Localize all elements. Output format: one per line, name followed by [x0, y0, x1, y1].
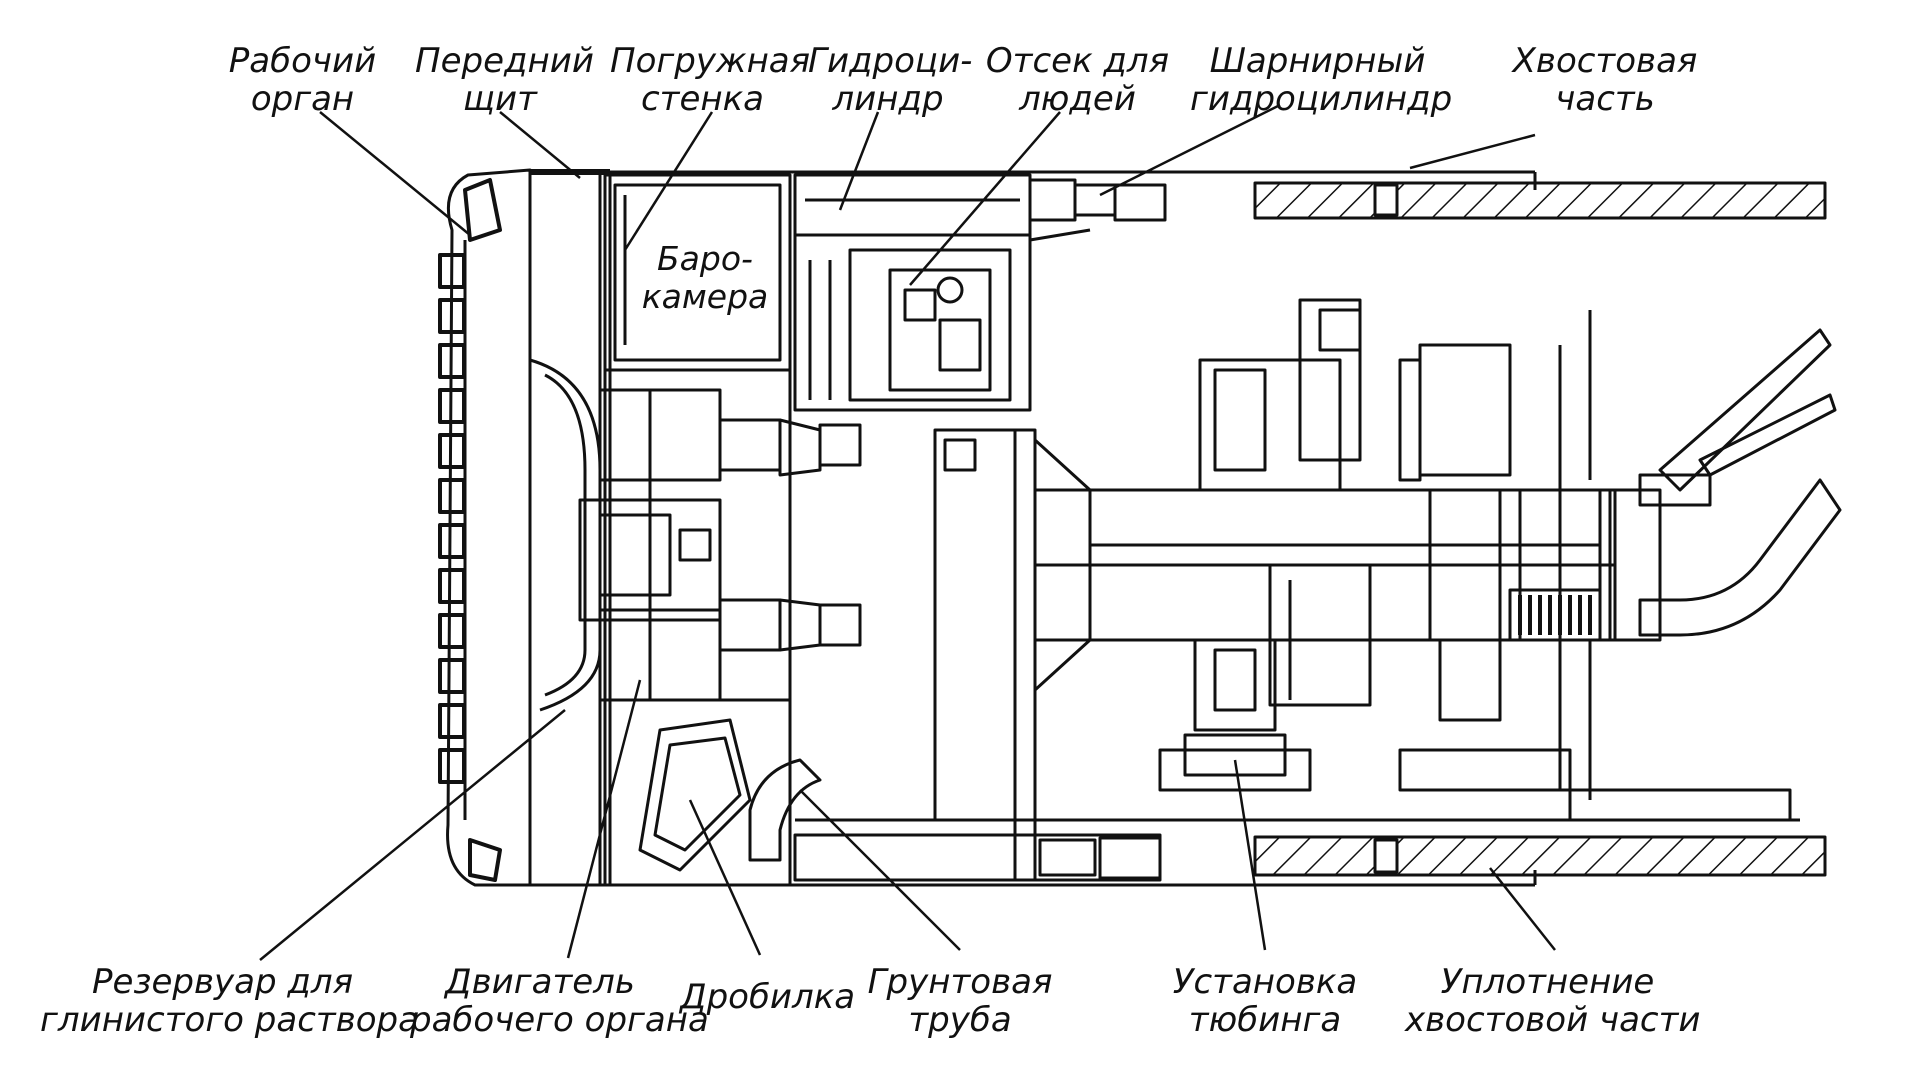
- label-line: Двигатель: [445, 962, 635, 1002]
- crusher-drawing: [603, 698, 822, 887]
- label-line: Баро-: [657, 239, 753, 278]
- label-segment-erector: Установка тюбинга: [1165, 963, 1365, 1039]
- label-line: людей: [1019, 79, 1136, 119]
- label-articulated-cylinder: Шарнирный гидроцилиндр: [1190, 41, 1453, 119]
- articulated-cylinder-drawing: [1028, 178, 1167, 242]
- label-tail-seal: Уплотнение хвостовой части: [1405, 962, 1701, 1040]
- cutter-head: [438, 168, 532, 887]
- label-front-shield: Передний щит: [415, 41, 594, 119]
- label-line: Гидроци-: [808, 41, 973, 81]
- label-line: стенка: [640, 79, 765, 119]
- label-line: хвостовой части: [1405, 1000, 1701, 1040]
- label-line: глинистого раствора: [40, 1000, 419, 1040]
- label-line: Резервуар для: [91, 962, 354, 1002]
- mid-bulkhead: [793, 428, 1800, 882]
- label-line: тюбинга: [1188, 1000, 1342, 1040]
- leader-lines: [259, 103, 1556, 961]
- label-line: орган: [250, 79, 355, 119]
- label-line: щит: [463, 79, 537, 119]
- label-line: Уплотнение: [1440, 962, 1655, 1002]
- label-line: Хвостовая: [1512, 41, 1698, 81]
- label-line: Дробилка: [680, 977, 856, 1017]
- label-line: камера: [641, 277, 769, 316]
- label-line: Отсек для: [985, 41, 1170, 81]
- segment-erector-drawing: [1158, 298, 1372, 792]
- label-line: Погружная: [610, 41, 811, 81]
- label-working-body-motor: Двигатель рабочего органа: [410, 962, 709, 1040]
- label-slurry-reservoir: Резервуар для глинистого раствора: [40, 962, 419, 1040]
- label-submersible-wall: Погружная стенка: [610, 41, 811, 119]
- rear-frame: [1398, 310, 1842, 822]
- label-line: рабочего органа: [410, 1000, 709, 1040]
- label-line: гидроцилиндр: [1190, 79, 1453, 119]
- people-compartment-drawing: [793, 173, 1032, 412]
- label-crusher: Дробилка: [680, 977, 856, 1017]
- front-shield: [528, 169, 612, 887]
- label-line: Шарнирный: [1209, 41, 1426, 81]
- label-line: линдр: [832, 79, 944, 119]
- ground-hatch: [1253, 181, 1827, 877]
- label-line: часть: [1555, 79, 1655, 119]
- label-line: Передний: [415, 41, 594, 81]
- label-line: Грунтовая: [867, 962, 1053, 1002]
- label-soil-pipe: Грунтовая труба: [865, 963, 1055, 1039]
- label-tail-section: Хвостовая часть: [1510, 42, 1700, 118]
- main-drive: [578, 388, 862, 702]
- label-people-compartment: Отсек для людей: [985, 42, 1170, 118]
- label-line: Рабочий: [228, 41, 377, 81]
- label-working-body: Рабочий орган: [220, 42, 385, 118]
- label-line: Установка: [1172, 962, 1358, 1002]
- label-pressure-chamber: Баро- камера: [640, 240, 770, 316]
- label-hydraulic-cylinder: Гидроци- линдр: [808, 41, 973, 119]
- label-line: труба: [908, 1000, 1012, 1040]
